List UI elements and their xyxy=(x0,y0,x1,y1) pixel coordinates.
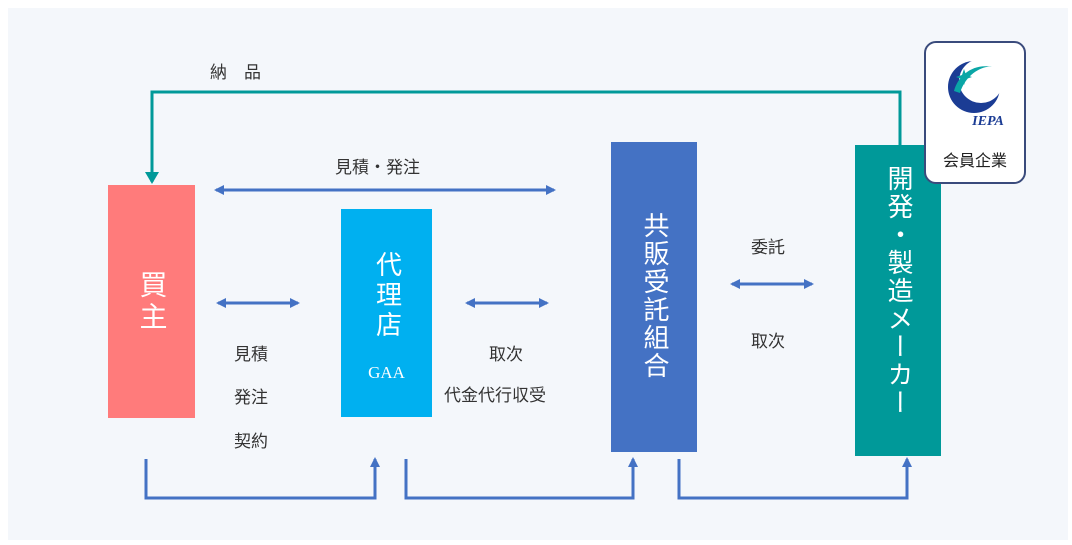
delivery-label: 納 品 xyxy=(210,63,261,83)
flow-coop-to-maker xyxy=(677,457,912,500)
coop-label: 共販受託組合 xyxy=(639,212,669,380)
member-caption: 会員企業 xyxy=(942,151,1007,170)
coop-box: 共販受託組合 xyxy=(611,142,697,452)
maker-label: 開発・製造メーカー xyxy=(883,165,913,417)
agent-coop-label-2: 代金代行収受 xyxy=(444,386,546,406)
coop-maker-label-1: 委託 xyxy=(751,238,785,258)
buyer-agent-label-1: 見積 xyxy=(234,345,268,365)
member-badge: IEPA 会員企業 xyxy=(924,41,1026,184)
estimate-order-label: 見積・発注 xyxy=(335,158,420,178)
agent-label: 代理店 xyxy=(371,251,402,341)
agent-box: 代理店 GAA xyxy=(341,209,432,417)
delivery-arrow xyxy=(145,90,902,184)
buyer-agent-label-3: 契約 xyxy=(234,432,268,452)
logo-text: IEPA xyxy=(971,114,1004,129)
buyer-box: 買主 xyxy=(108,185,195,418)
flow-agent-to-coop xyxy=(404,457,638,500)
flow-buyer-to-agent xyxy=(144,457,380,500)
agent-sub-label: GAA xyxy=(368,363,405,382)
buyer-agent-label-2: 発注 xyxy=(234,388,268,408)
iepa-logo: IEPA xyxy=(948,59,1004,129)
coop-maker-label-2: 取次 xyxy=(751,332,785,352)
buyer-label: 買主 xyxy=(135,269,169,334)
agent-coop-label-1: 取次 xyxy=(489,345,523,365)
maker-box: 開発・製造メーカー xyxy=(855,145,941,456)
